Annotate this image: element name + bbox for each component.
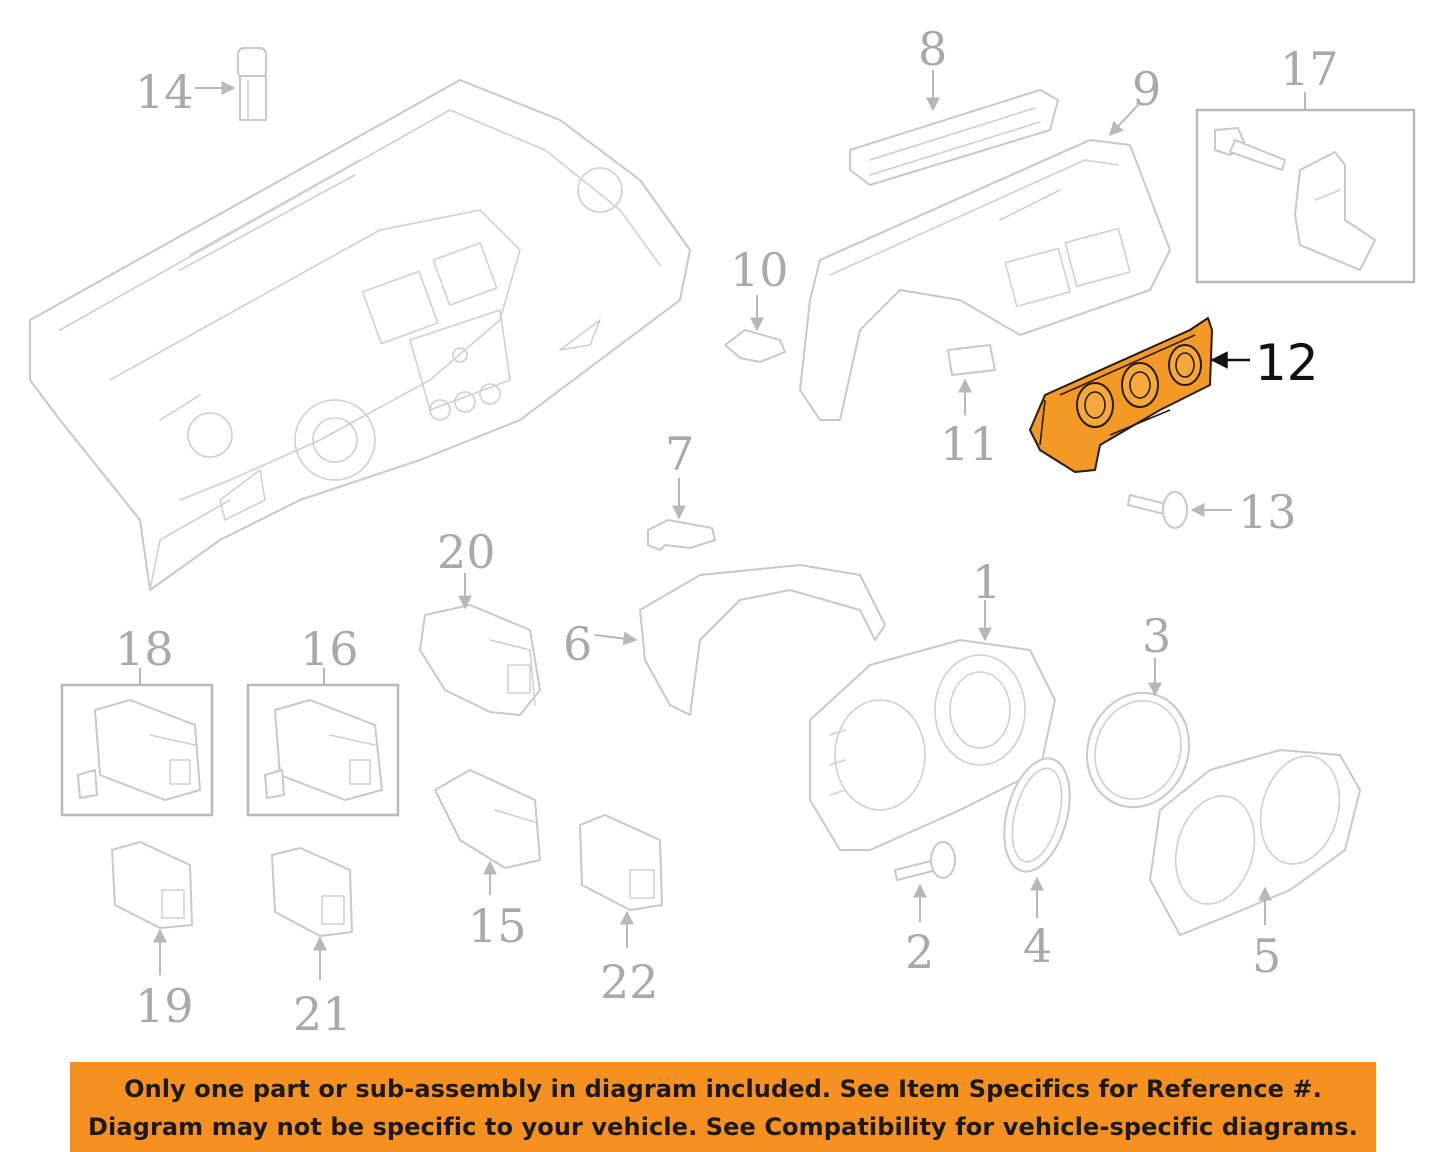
part-18-box	[60, 683, 214, 817]
callout-8: 8	[918, 22, 947, 76]
callout-11: 11	[940, 417, 999, 471]
callout-10: 10	[730, 243, 789, 297]
callout-13: 13	[1238, 485, 1297, 539]
callout-7: 7	[665, 427, 694, 481]
part-18-switch	[77, 699, 201, 801]
part-3-ring	[1085, 691, 1191, 809]
callout-14: 14	[135, 65, 194, 119]
callout-17: 17	[1280, 42, 1339, 96]
part-15-switch	[434, 769, 541, 869]
callout-16: 16	[300, 622, 359, 676]
callout-2: 2	[905, 925, 934, 979]
callout-9: 9	[1132, 62, 1161, 116]
part-2-screw	[894, 841, 956, 881]
part-5-cluster-lens	[1149, 749, 1361, 936]
part-10-clip	[724, 329, 786, 363]
disclaimer-line-2: Diagram may not be specific to your vehi…	[88, 1113, 1358, 1141]
part-16-switch	[264, 699, 383, 801]
callout-19: 19	[135, 979, 194, 1033]
part-7-clip	[647, 519, 716, 551]
part-11-bracket	[947, 344, 996, 376]
callout-5: 5	[1252, 929, 1281, 983]
part-14-switch	[237, 47, 267, 121]
callout-20: 20	[437, 525, 496, 579]
callout-4: 4	[1023, 919, 1052, 973]
part-6-hood	[639, 564, 886, 716]
callout-6: 6	[563, 617, 592, 671]
part-22-switch	[579, 814, 663, 911]
part-13-screw	[1127, 491, 1188, 529]
part-9-panel-cover	[799, 139, 1171, 421]
callout-3: 3	[1142, 609, 1171, 663]
disclaimer-line-1: Only one part or sub-assembly in diagram…	[124, 1075, 1322, 1103]
part-21-switch	[271, 847, 353, 937]
dashboard-assembly	[29, 79, 691, 591]
part-19-switch	[111, 841, 193, 929]
callout-15: 15	[468, 899, 527, 953]
part-8-bar	[849, 89, 1059, 186]
part-4-ring	[1003, 757, 1071, 873]
part-12-climate-control	[1029, 317, 1213, 473]
callout-18: 18	[115, 622, 174, 676]
disclaimer-banner: Only one part or sub-assembly in diagram…	[70, 1062, 1376, 1152]
part-17-bolt-and-switch	[1214, 127, 1376, 271]
callout-21: 21	[293, 987, 352, 1041]
part-20-switch	[419, 604, 541, 716]
callout-12: 12	[1255, 334, 1319, 392]
callout-1: 1	[972, 555, 1001, 609]
callout-22: 22	[600, 955, 659, 1009]
